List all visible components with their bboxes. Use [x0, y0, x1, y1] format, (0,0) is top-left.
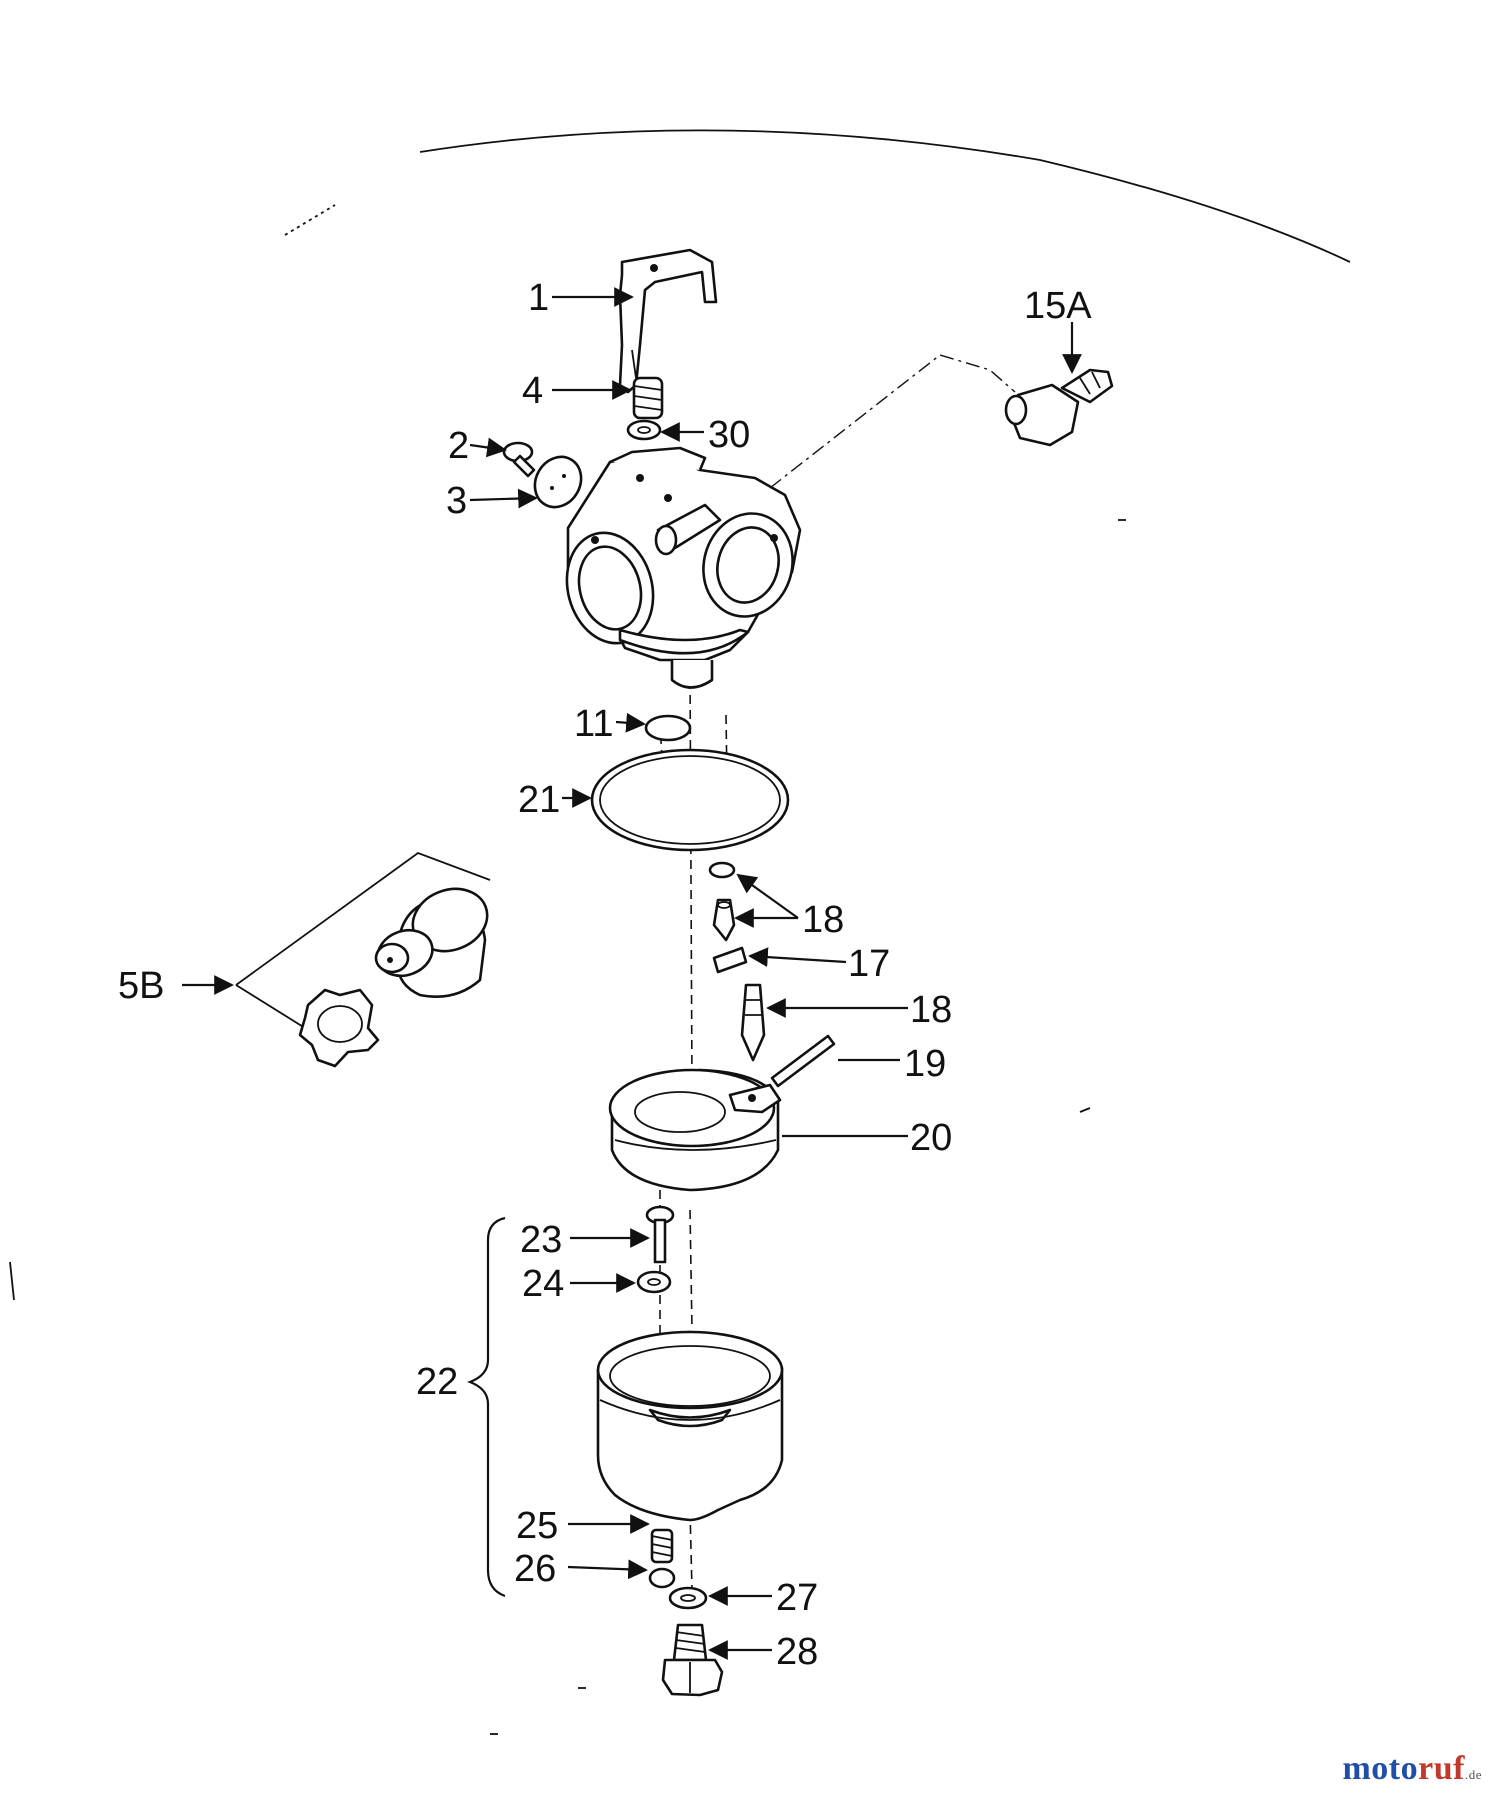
- part-carburetor-body: [565, 446, 802, 689]
- part-spring-25: [650, 1528, 674, 1564]
- part-labels: 1 4 30 2 3 15A 11 21 18 17 18 19 20 5B 2…: [118, 277, 1092, 1673]
- label-part-5b: 5B: [118, 965, 164, 1007]
- part-float-bowl-22: [596, 1330, 784, 1522]
- part-gasket-ring-21: [590, 748, 790, 852]
- body-to-15a-line: [769, 354, 1016, 489]
- watermark-text-a: moto: [1342, 1750, 1419, 1787]
- label-part-30: 30: [708, 414, 750, 456]
- label-part-24: 24: [522, 1263, 564, 1305]
- part-needle-18b: [740, 983, 766, 1062]
- label-part-22: 22: [416, 1361, 458, 1403]
- part-needle-seat-18a: [708, 861, 736, 942]
- label-part-25: 25: [516, 1505, 558, 1547]
- part-pin-19: [770, 1034, 836, 1088]
- label-part-15a: 15A: [1024, 285, 1092, 327]
- label-part-27: 27: [776, 1577, 818, 1619]
- background-arc: [284, 129, 1351, 263]
- part-throttle-plate-3: [533, 455, 583, 509]
- label-part-19: 19: [904, 1043, 946, 1085]
- label-part-20: 20: [910, 1117, 952, 1159]
- watermark-logo: motoruf.de: [1342, 1750, 1482, 1788]
- label-part-17: 17: [848, 943, 890, 985]
- watermark-text-c: .de: [1464, 1767, 1482, 1782]
- label-part-26: 26: [514, 1548, 556, 1590]
- part-primer-assembly-5b: [235, 851, 491, 1068]
- label-part-11: 11: [574, 703, 613, 745]
- label-part-18-upper: 18: [802, 899, 844, 941]
- label-part-3: 3: [446, 480, 467, 522]
- part-plug-26: [648, 1567, 676, 1589]
- part-throttle-lever: [618, 248, 718, 394]
- part-washer-24: [636, 1270, 672, 1294]
- part-bolt-28: [661, 1623, 724, 1697]
- scan-specks: [9, 519, 1126, 1735]
- label-part-18-lower: 18: [910, 989, 952, 1031]
- part-seal-11: [644, 714, 692, 742]
- label-part-23: 23: [520, 1219, 562, 1261]
- part-float-20: [608, 1068, 782, 1192]
- label-part-4: 4: [522, 370, 543, 412]
- part-screw-2: [502, 441, 536, 478]
- part-washer-27: [668, 1586, 708, 1610]
- leader-lines: [182, 287, 1082, 1660]
- part-spring-4: [632, 376, 664, 420]
- label-part-28: 28: [776, 1631, 818, 1673]
- part-elbow-fitting-15a: [1004, 368, 1114, 447]
- label-part-2: 2: [448, 425, 469, 467]
- watermark-text-b: ruf: [1418, 1750, 1465, 1787]
- label-part-1: 1: [528, 277, 549, 319]
- label-part-21: 21: [518, 779, 560, 821]
- part-bolt-23: [645, 1205, 675, 1264]
- part-clip-17: [712, 946, 748, 974]
- bracket-22: [466, 1216, 506, 1598]
- part-washer-30: [626, 419, 662, 441]
